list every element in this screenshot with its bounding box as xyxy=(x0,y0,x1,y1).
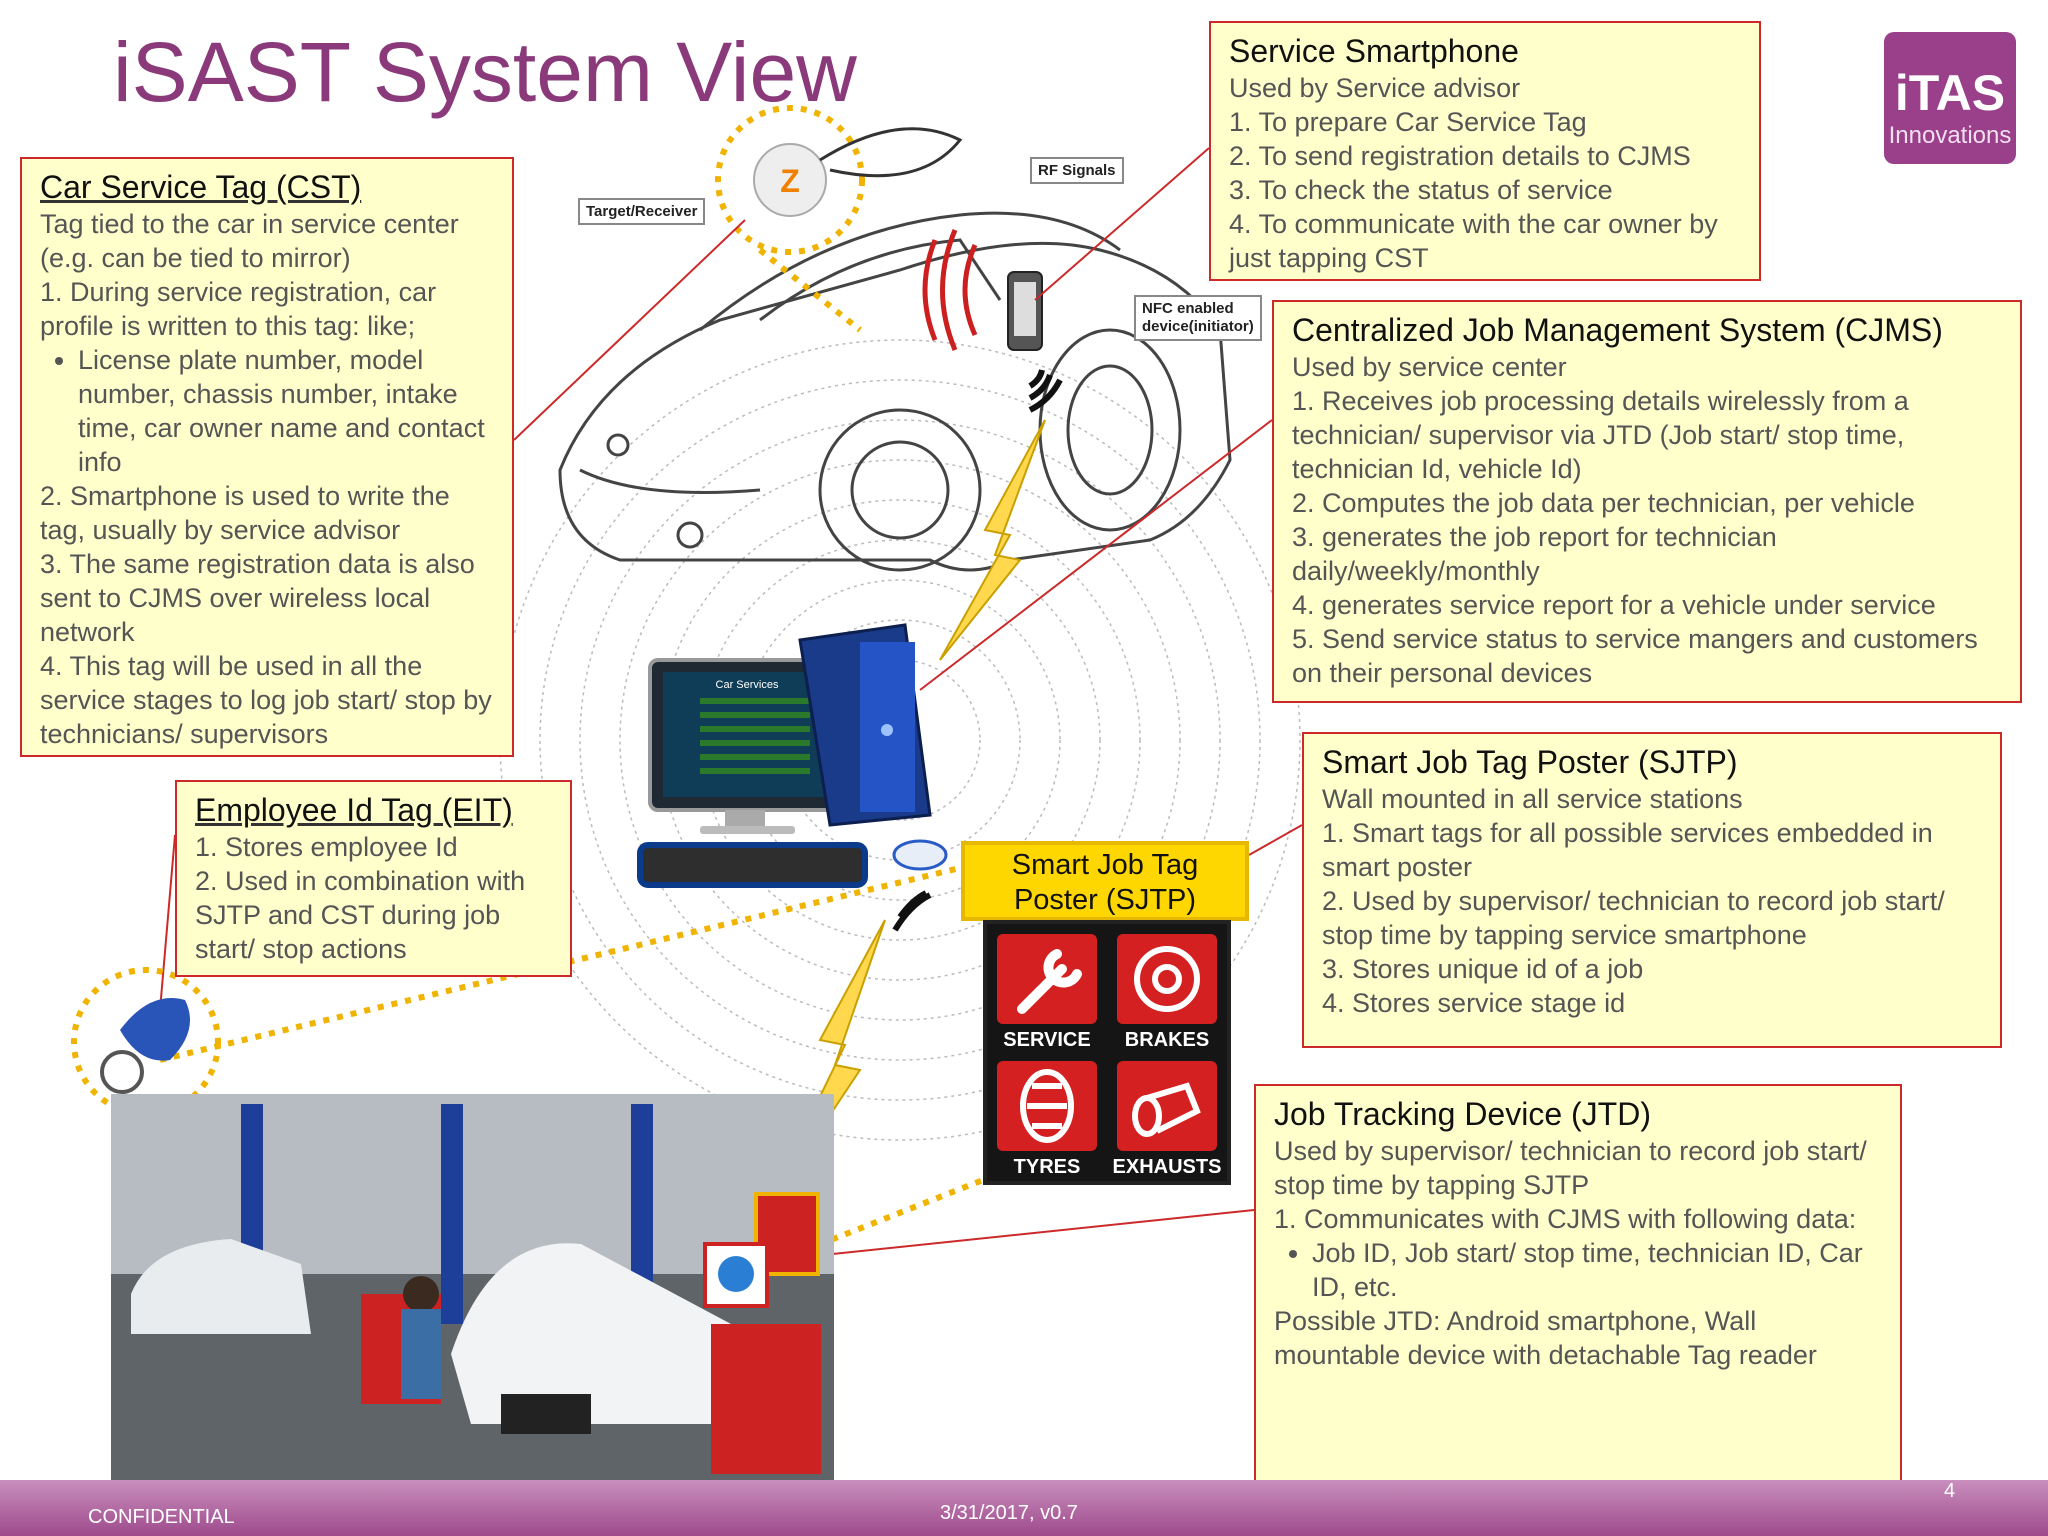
cjms-line: 5. Send service status to service manger… xyxy=(1292,624,1978,688)
cst-tag-circle xyxy=(715,105,865,255)
sjtp-label-line1: Smart Job Tag xyxy=(1011,849,1199,881)
exhaust-icon xyxy=(1132,1082,1201,1137)
cst-line: 1. During service registration, car prof… xyxy=(40,277,437,341)
rf-signals-label: RF Signals xyxy=(1030,157,1124,184)
cst-heading: Car Service Tag (CST) xyxy=(40,169,362,205)
smartphone-line: 3. To check the status of service xyxy=(1229,175,1613,205)
cjms-heading: Centralized Job Management System (CJMS) xyxy=(1292,312,1943,348)
rf-signal-waves xyxy=(922,229,978,351)
cjms-description-box: Centralized Job Management System (CJMS)… xyxy=(1272,300,2022,703)
tyres-tile-label: TYRES xyxy=(1013,1156,1081,1178)
jtd-heading: Job Tracking Device (JTD) xyxy=(1274,1096,1651,1132)
poster-wifi-symbol xyxy=(892,890,932,932)
page-number: 4 xyxy=(1944,1480,1956,1502)
cst-line: Tag tied to the car in service center (e… xyxy=(40,209,459,273)
cst-line: 4. This tag will be used in all the serv… xyxy=(40,651,492,749)
eit-description-box: Employee Id Tag (EIT) 1. Stores employee… xyxy=(175,780,572,977)
confidential-label: CONFIDENTIAL xyxy=(88,1506,235,1528)
jtd-line: Possible JTD: Android smartphone, Wall m… xyxy=(1274,1306,1817,1370)
tyres-tile xyxy=(997,1061,1097,1151)
cjms-line: 3. generates the job report for technici… xyxy=(1292,522,1777,586)
computer-illustration: Car Services xyxy=(637,623,948,888)
cjms-line: 4. generates service report for a vehicl… xyxy=(1292,590,1936,620)
svg-text:Z: Z xyxy=(780,163,800,199)
smartphone-line: 2. To send registration details to CJMS xyxy=(1229,141,1691,171)
wireless-range-circles xyxy=(499,339,1301,1141)
tyre-icon xyxy=(1020,1069,1074,1143)
page-title: iSAST System View xyxy=(113,25,857,119)
cst-line: 2. Smartphone is used to write the tag, … xyxy=(40,481,450,545)
nfc-label-line1: NFC enabled xyxy=(1142,300,1234,317)
slide-footer: CONFIDENTIAL 3/31/2017, v0.7 4 xyxy=(0,1480,2048,1536)
smartphone-heading: Service Smartphone xyxy=(1229,33,1519,69)
exhausts-tile xyxy=(1117,1061,1217,1151)
cst-line: 3. The same registration data is also se… xyxy=(40,549,475,647)
service-tile-label: SERVICE xyxy=(1003,1029,1091,1051)
smartphone-line: 1. To prepare Car Service Tag xyxy=(1229,107,1587,137)
company-logo: iTAS Innovations xyxy=(1884,32,2016,164)
jtd-description-box: Job Tracking Device (JTD) Used by superv… xyxy=(1254,1084,1902,1482)
cst-bullet: License plate number, model number, chas… xyxy=(78,343,494,479)
sjtp-line: 4. Stores service stage id xyxy=(1322,988,1626,1018)
jtd-bullet: Job ID, Job start/ stop time, technician… xyxy=(1312,1236,1882,1304)
jtd-line: Used by supervisor/ technician to record… xyxy=(1274,1136,1867,1200)
sjtp-poster: SERVICE BRAKES TYRES EXHAUSTS xyxy=(983,920,1231,1185)
cst-description-box: Car Service Tag (CST) Tag tied to the ca… xyxy=(20,157,514,757)
cjms-line: 1. Receives job processing details wirel… xyxy=(1292,386,1909,484)
smartphone-line: 4. To communicate with the car owner by … xyxy=(1229,209,1718,273)
brakes-tile-label: BRAKES xyxy=(1124,1029,1210,1051)
car-drawing xyxy=(558,211,1232,572)
workshop-photo xyxy=(111,1094,834,1480)
sjtp-line: 1. Smart tags for all possible services … xyxy=(1322,818,1933,882)
sjtp-line: Wall mounted in all service stations xyxy=(1322,784,1743,814)
eit-heading: Employee Id Tag (EIT) xyxy=(195,792,513,828)
smartphone-line: Used by Service advisor xyxy=(1229,73,1521,103)
wrench-icon xyxy=(1017,949,1082,1014)
car-wifi-symbol xyxy=(1028,369,1063,413)
cjms-line: Used by service center xyxy=(1292,352,1567,382)
service-tile xyxy=(997,934,1097,1024)
jtd-line: 1. Communicates with CJMS with following… xyxy=(1274,1204,1857,1234)
eit-line: 2. Used in combination with SJTP and CST… xyxy=(195,866,526,964)
cjms-line: 2. Computes the job data per technician,… xyxy=(1292,488,1915,518)
nfc-device-label: NFC enabled device(initiator) xyxy=(1134,295,1262,341)
brake-disc-icon xyxy=(1134,946,1200,1012)
date-version-label: 3/31/2017, v0.7 xyxy=(940,1502,1078,1524)
exhausts-tile-label: EXHAUSTS xyxy=(1112,1156,1222,1178)
brakes-tile xyxy=(1117,934,1217,1024)
sjtp-poster-label: Smart Job Tag Poster (SJTP) xyxy=(961,841,1249,921)
logo-sub-text: Innovations xyxy=(1888,122,2012,149)
sjtp-heading: Smart Job Tag Poster (SJTP) xyxy=(1322,744,1738,780)
logo-main-text: iTAS xyxy=(1894,65,2006,121)
sjtp-line: 3. Stores unique id of a job xyxy=(1322,954,1644,984)
monitor-screen-title: Car Services xyxy=(716,679,779,691)
sjtp-line: 2. Used by supervisor/ technician to rec… xyxy=(1322,886,1945,950)
lightning-bolt-top xyxy=(939,419,1046,661)
smartphone-description-box: Service Smartphone Used by Service advis… xyxy=(1209,21,1761,281)
sjtp-description-box: Smart Job Tag Poster (SJTP) Wall mounted… xyxy=(1302,732,2002,1048)
connector-lines xyxy=(159,147,1303,1261)
sjtp-label-line2: Poster (SJTP) xyxy=(1013,884,1197,916)
nfc-label-line2: device(initiator) xyxy=(1142,318,1254,335)
target-receiver-label: Target/Receiver xyxy=(578,198,706,225)
eit-line: 1. Stores employee Id xyxy=(195,832,458,862)
